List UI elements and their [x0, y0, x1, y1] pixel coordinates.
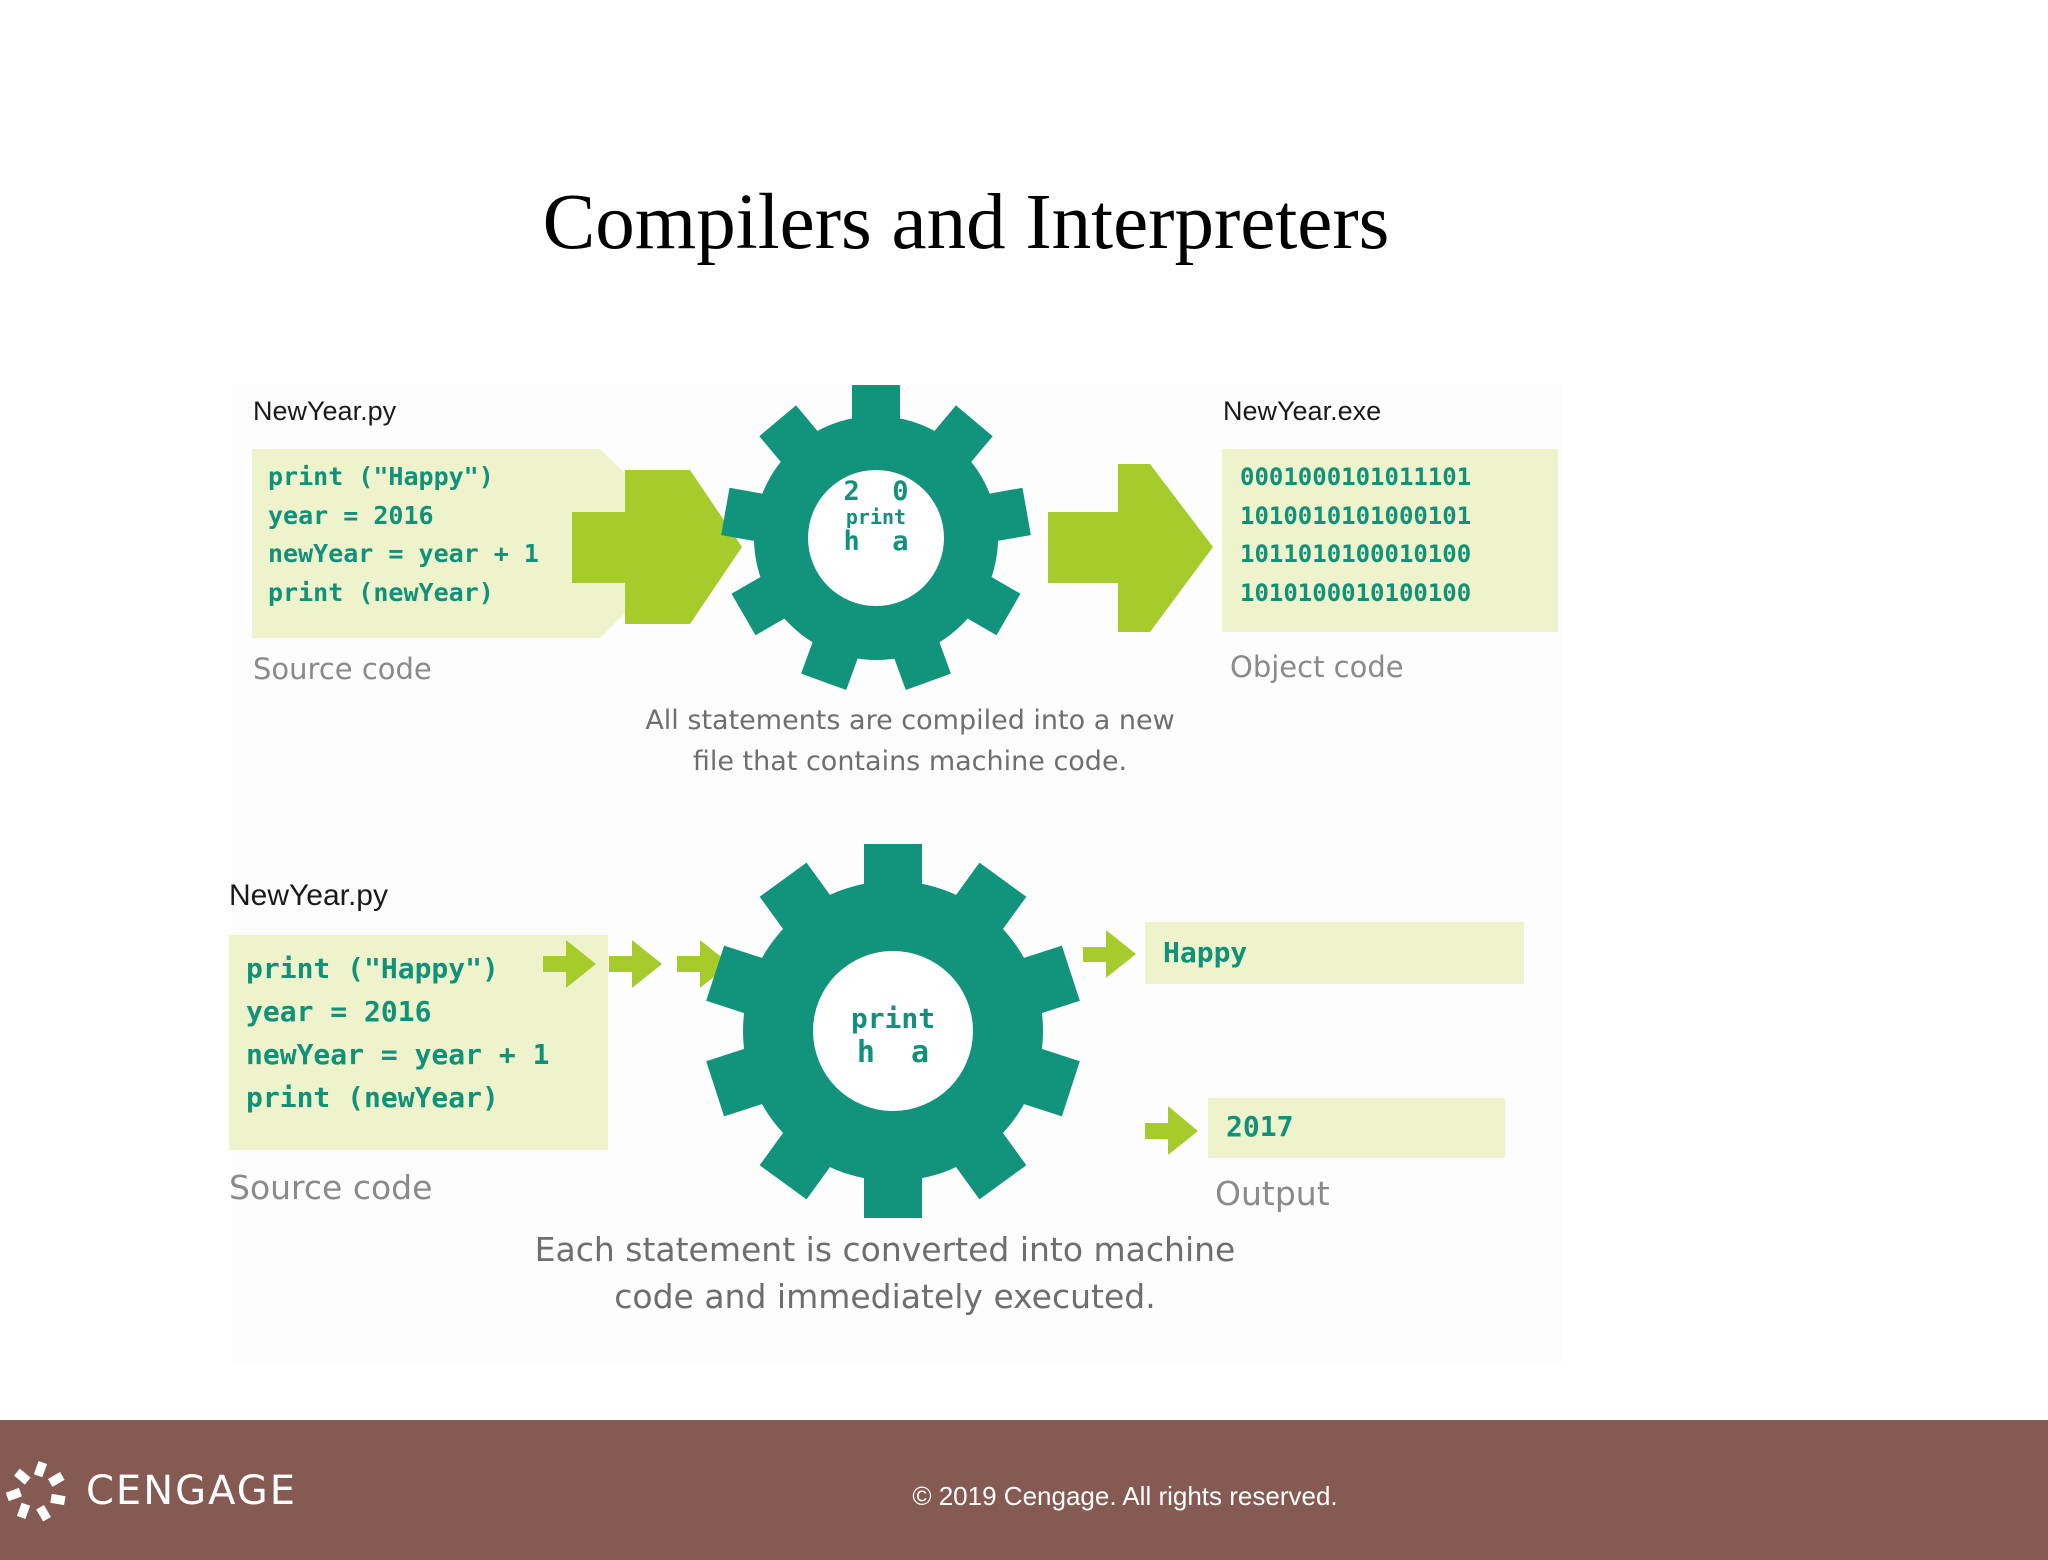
code-line: newYear = year + 1: [268, 539, 539, 568]
output-2017: 2017: [1226, 1110, 1294, 1143]
compiler-source-code: print ("Happy") year = 2016 newYear = ye…: [268, 458, 539, 612]
object-code-line: 1010100010100100: [1240, 578, 1472, 607]
compiler-object-code: 0001000101011101 1010010101000101 101101…: [1240, 458, 1471, 612]
code-line: newYear = year + 1: [246, 1038, 550, 1071]
code-line: print ("Happy"): [268, 462, 494, 491]
object-code-line: 1010010101000101: [1240, 501, 1472, 530]
code-line: print (newYear): [268, 577, 494, 607]
description-line: Each statement is converted into machine: [534, 1230, 1236, 1269]
description-line: All statements are compiled into a new: [645, 705, 1175, 736]
footer-bar: [0, 1420, 2048, 1560]
code-line: print ("Happy"): [246, 952, 499, 985]
interpreter-output-caption: Output: [1215, 1174, 1330, 1213]
interpreter-input-arrows: [543, 940, 730, 988]
description-line: file that contains machine code.: [692, 746, 1128, 777]
compiler-gear-label: 2 0 print h a: [816, 478, 936, 556]
interpreter-source-code: print ("Happy") year = 2016 newYear = ye…: [246, 947, 549, 1119]
gear-text-print: print: [850, 1002, 936, 1035]
compiler-file-name: NewYear.py: [253, 396, 397, 426]
gear-text-digits: 2 0: [843, 476, 909, 507]
interpreter-gear-label: print h a: [833, 1002, 953, 1070]
output-box-2017: [1208, 1098, 1505, 1158]
output-box-happy: [1145, 922, 1524, 984]
object-code-line: 1011010100010100: [1240, 540, 1472, 568]
interpreter-source-caption: Source code: [229, 1168, 433, 1207]
copyright-text: © 2019 Cengage. All rights reserved.: [912, 1481, 1338, 1511]
compiler-object-box: [1222, 449, 1558, 632]
interpreter-gear: [706, 844, 1080, 1218]
compiler-source-box: [252, 449, 632, 638]
cengage-logo-icon: [5, 1461, 66, 1522]
output-happy: Happy: [1163, 936, 1248, 969]
interpreter-description: Each statement is converted into machine…: [510, 1226, 1260, 1320]
code-line: print (newYear): [246, 1081, 499, 1114]
compiler-description: All statements are compiled into a new f…: [600, 700, 1220, 782]
interpreter-file-name: NewYear.py: [229, 879, 388, 912]
compiler-gear: [721, 385, 1031, 690]
compiler-object-caption: Object code: [1230, 650, 1404, 684]
description-line: code and immediately executed.: [614, 1277, 1156, 1316]
code-line: year = 2016: [246, 995, 432, 1028]
compiler-output-arrow: [1048, 464, 1213, 632]
compiler-output-file-name: NewYear.exe: [1223, 396, 1382, 426]
cengage-logo: CENGAGE: [5, 1460, 298, 1524]
cengage-logo-text: CENGAGE: [86, 1468, 298, 1514]
compiler-source-caption: Source code: [253, 652, 432, 686]
gear-text-chars: h a: [843, 526, 909, 557]
interpreter-output-arrows: [1083, 930, 1198, 1155]
code-line: year = 2016: [268, 500, 434, 530]
compiler-input-arrow: [572, 470, 742, 624]
diagram-graphics: [229, 385, 1558, 1218]
gear-text-print: print: [845, 505, 907, 529]
slide-title: Compilers and Interpreters: [542, 179, 1390, 266]
gear-text-chars: h a: [856, 1035, 930, 1070]
object-code-line: 0001000101011101: [1240, 463, 1472, 491]
